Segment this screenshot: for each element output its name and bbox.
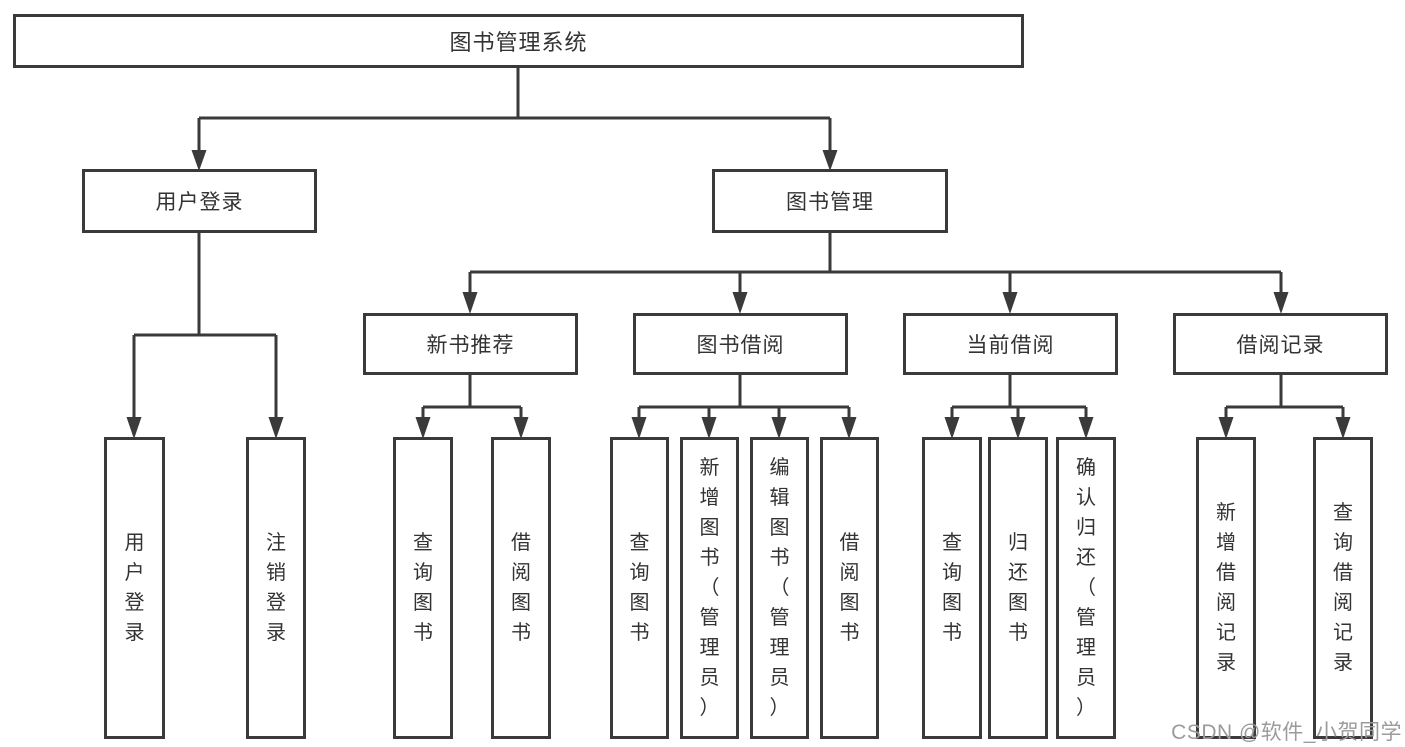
node-leaf-add-borrow-record: 新 增 借 阅 记 录 — [1196, 437, 1256, 739]
arrow-down-icon — [822, 150, 838, 171]
node-label: 图书借阅 — [696, 334, 785, 357]
arrow-down-icon — [1335, 417, 1351, 439]
arrow-down-icon — [732, 292, 748, 314]
node-borrowing-records: 借阅记录 — [1173, 313, 1388, 375]
arrow-down-icon — [191, 150, 207, 171]
node-new-book-recommendation: 新书推荐 — [363, 313, 578, 375]
arrow-down-icon — [462, 292, 478, 314]
arrow-down-icon — [1218, 417, 1234, 439]
node-leaf-borrow-books-recommend: 借 阅 图 书 — [491, 437, 551, 739]
connector-new-book-children — [415, 375, 529, 439]
connector-borrowing-records-children — [1218, 375, 1351, 439]
node-label: 图书管理 — [786, 191, 874, 214]
arrow-down-icon — [1273, 292, 1289, 314]
arrow-down-icon — [1010, 417, 1026, 439]
connector-current-borrowing-children — [944, 375, 1094, 439]
node-leaf-query-books-current: 查 询 图 书 — [922, 437, 982, 739]
node-user-login: 用户登录 — [82, 169, 317, 233]
node-label: 注 销 登 录 — [266, 532, 286, 644]
arrow-down-icon — [771, 417, 787, 439]
node-label: 图书管理系统 — [449, 30, 588, 55]
node-label: 编 辑 图 书 （ 管 理 员 ） — [769, 457, 790, 719]
node-label: 新 增 图 书 （ 管 理 员 ） — [699, 457, 720, 719]
node-label: 借 阅 图 书 — [839, 532, 860, 644]
node-label: 查 询 图 书 — [942, 532, 962, 644]
node-library-management-system: 图书管理系统 — [13, 14, 1024, 68]
connector-book-management-children — [462, 233, 1289, 314]
connector-user-login-children — [126, 233, 284, 439]
node-leaf-confirm-return-admin: 确 认 归 还 （ 管 理 员 ） — [1056, 437, 1116, 739]
node-label: 借 阅 图 书 — [511, 532, 531, 644]
node-leaf-logout: 注 销 登 录 — [246, 437, 306, 739]
csdn-watermark: CSDN @软件_小贺同学 — [1171, 721, 1402, 744]
arrow-down-icon — [1078, 417, 1094, 439]
node-leaf-edit-book-admin: 编 辑 图 书 （ 管 理 员 ） — [750, 437, 809, 739]
node-label: 查 询 借 阅 记 录 — [1333, 502, 1353, 674]
connector-root-to-level2 — [191, 68, 838, 171]
node-label: 归 还 图 书 — [1008, 532, 1028, 644]
node-label: 新书推荐 — [426, 334, 515, 357]
node-leaf-return-books: 归 还 图 书 — [988, 437, 1048, 739]
node-leaf-query-borrow-record: 查 询 借 阅 记 录 — [1313, 437, 1373, 739]
node-label: 当前借阅 — [966, 334, 1055, 357]
node-book-management: 图书管理 — [712, 169, 948, 233]
arrow-down-icon — [126, 417, 142, 439]
node-leaf-borrow-books: 借 阅 图 书 — [820, 437, 879, 739]
arrow-down-icon — [701, 417, 717, 439]
node-leaf-add-book-admin: 新 增 图 书 （ 管 理 员 ） — [680, 437, 739, 739]
connector-book-borrowing-children — [631, 375, 857, 439]
arrow-down-icon — [415, 417, 431, 439]
node-label: 新 增 借 阅 记 录 — [1216, 502, 1236, 674]
arrow-down-icon — [268, 417, 284, 439]
arrow-down-icon — [631, 417, 647, 439]
arrow-down-icon — [841, 417, 857, 439]
node-label: 确 认 归 还 （ 管 理 员 ） — [1076, 457, 1096, 719]
node-leaf-query-books-borrowing: 查 询 图 书 — [610, 437, 669, 739]
arrow-down-icon — [513, 417, 529, 439]
node-current-borrowing: 当前借阅 — [903, 313, 1118, 375]
node-leaf-query-books-recommend: 查 询 图 书 — [393, 437, 453, 739]
node-label: 查 询 图 书 — [629, 532, 650, 644]
node-label: 用户登录 — [155, 191, 244, 214]
arrow-down-icon — [944, 417, 960, 439]
arrow-down-icon — [1002, 292, 1018, 314]
node-book-borrowing: 图书借阅 — [633, 313, 848, 375]
node-label: 查 询 图 书 — [413, 532, 433, 644]
node-label: 借阅记录 — [1236, 334, 1325, 357]
node-label: 用 户 登 录 — [124, 532, 145, 644]
node-leaf-user-login: 用 户 登 录 — [104, 437, 165, 739]
